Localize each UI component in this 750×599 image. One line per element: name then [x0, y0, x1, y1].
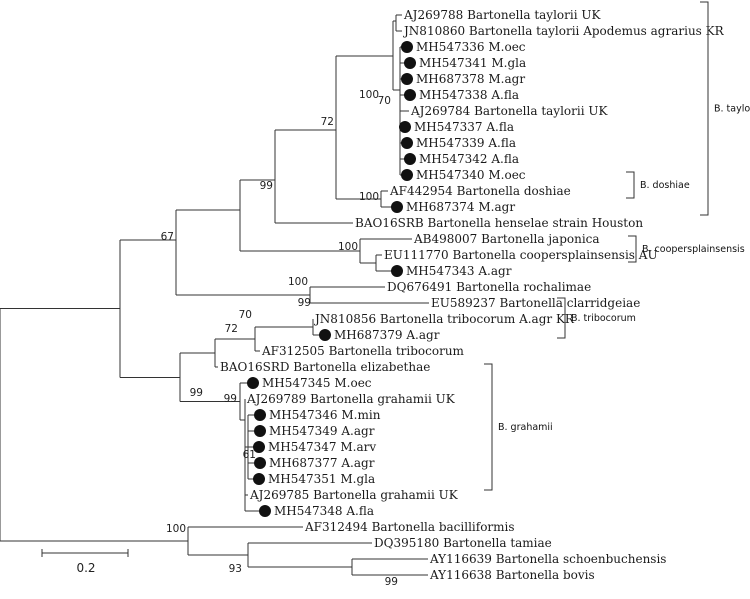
leaf-marker-icon: [391, 265, 403, 277]
leaf-marker-icon: [391, 201, 403, 213]
clade-bracket: [626, 171, 635, 199]
taxon-label: MH547347 M.arv: [268, 440, 376, 454]
bootstrap-value: 99: [298, 297, 311, 309]
taxon-label: BAO16SRB Bartonella henselae strain Hous…: [355, 216, 643, 230]
leaf-marker-icon: [319, 329, 331, 341]
bootstrap-value: 70: [239, 309, 252, 321]
taxon-label: AF312505 Bartonella tribocorum: [261, 344, 465, 358]
taxon-label: AY116638 Bartonella bovis: [429, 568, 595, 582]
bootstrap-value: 70: [378, 95, 391, 107]
clade-bracket: [484, 363, 493, 491]
taxon-label: EU589237 Bartonella clarridgeiae: [431, 296, 640, 310]
leaf-marker-icon: [401, 73, 413, 85]
taxon-label: MH687379 A.agr: [334, 328, 440, 342]
leaf-marker-icon: [401, 169, 413, 181]
taxon-label: AY116639 Bartonella schoenbuchensis: [429, 552, 666, 566]
bootstrap-value: 93: [229, 563, 242, 575]
taxon-label: MH547341 M.gla: [419, 56, 526, 70]
taxon-label: EU111770 Bartonella coopersplainsensis A…: [384, 248, 658, 262]
taxon-label: MH547337 A.fla: [414, 120, 514, 134]
taxon-label: DQ676491 Bartonella rochalimae: [387, 280, 591, 294]
bootstrap-value: 99: [385, 576, 398, 588]
bootstrap-value: 72: [225, 323, 238, 335]
bootstrap-value: 99: [224, 393, 237, 405]
leaf-marker-icon: [247, 377, 259, 389]
taxon-label: MH547340 M.oec: [416, 168, 526, 182]
taxon-label: BAO16SRD Bartonella elizabethae: [220, 360, 430, 374]
leaf-marker-icon: [254, 425, 266, 437]
taxon-label: MH547336 M.oec: [416, 40, 526, 54]
leaf-marker-icon: [254, 457, 266, 469]
taxon-label: AJ269785 Bartonella grahamii UK: [249, 488, 459, 502]
taxon-label: AF312494 Bartonella bacilliformis: [304, 520, 515, 534]
scale-bar-label: 0.2: [76, 561, 95, 575]
scale-bar: 0.2: [41, 549, 129, 575]
taxon-label: AB498007 Bartonella japonica: [413, 232, 600, 246]
bootstrap-value: 100: [166, 523, 186, 535]
bootstrap-value: 99: [260, 180, 273, 192]
taxon-label: JN810856 Bartonella tribocorum A.agr KR: [313, 312, 575, 326]
tree-leaves: AJ269788 Bartonella taylorii UK JN810860 …: [220, 8, 725, 582]
bootstrap-value: 100: [288, 276, 308, 288]
clade-label: B. coopersplainsensis: [642, 244, 745, 255]
taxon-label: AJ269788 Bartonella taylorii UK: [403, 8, 601, 22]
bootstrap-value: 67: [161, 231, 174, 243]
bootstrap-value: 99: [190, 387, 203, 399]
taxon-label: DQ395180 Bartonella tamiae: [374, 536, 552, 550]
tree-branches: [0, 14, 429, 576]
leaf-marker-icon: [401, 41, 413, 53]
bootstrap-value: 100: [338, 241, 358, 253]
leaf-marker-icon: [399, 121, 411, 133]
bootstrap-value: 100: [359, 191, 379, 203]
clade-bracket: [628, 235, 637, 263]
taxon-label: MH687374 M.agr: [406, 200, 515, 214]
taxon-label: MH547343 A.agr: [406, 264, 512, 278]
clade-bracket: [557, 297, 566, 339]
bootstrap-value: 72: [321, 116, 334, 128]
taxon-label: MH547348 A.fla: [274, 504, 374, 518]
leaf-marker-icon: [259, 505, 271, 517]
taxon-label: AF442954 Bartonella doshiae: [389, 184, 571, 198]
taxon-label: MH547338 A.fla: [419, 88, 519, 102]
taxon-label: AJ269789 Bartonella grahamii UK: [246, 392, 456, 406]
leaf-marker-icon: [404, 153, 416, 165]
taxon-label: MH547351 M.gla: [268, 472, 375, 486]
leaf-marker-icon: [401, 137, 413, 149]
taxon-label: MH547339 A.fla: [416, 136, 516, 150]
taxon-label: MH687378 M.agr: [416, 72, 525, 86]
leaf-marker-icon: [404, 89, 416, 101]
taxon-label: JN810860 Bartonella taylorii Apodemus ag…: [402, 24, 725, 38]
clade-brackets: B. taylorii B. doshiae B. coopersplainsens…: [484, 1, 750, 491]
taxon-label: MH547346 M.min: [269, 408, 381, 422]
bootstrap-value: 61: [243, 449, 256, 461]
clade-bracket: [700, 1, 709, 216]
taxon-label: MH687377 A.agr: [269, 456, 375, 470]
clade-label: B. taylorii: [714, 104, 750, 115]
leaf-marker-icon: [254, 409, 266, 421]
bootstrap-value: 100: [359, 89, 379, 101]
taxon-label: MH547349 A.agr: [269, 424, 375, 438]
leaf-marker-icon: [404, 57, 416, 69]
taxon-label: AJ269784 Bartonella taylorii UK: [410, 104, 608, 118]
taxon-label: MH547342 A.fla: [419, 152, 519, 166]
clade-label: B. grahamii: [498, 422, 553, 433]
taxon-label: MH547345 M.oec: [262, 376, 372, 390]
clade-label: B. tribocorum: [571, 313, 636, 324]
leaf-marker-icon: [253, 473, 265, 485]
leaf-marker-icon: [253, 441, 265, 453]
clade-label: B. doshiae: [640, 180, 690, 191]
